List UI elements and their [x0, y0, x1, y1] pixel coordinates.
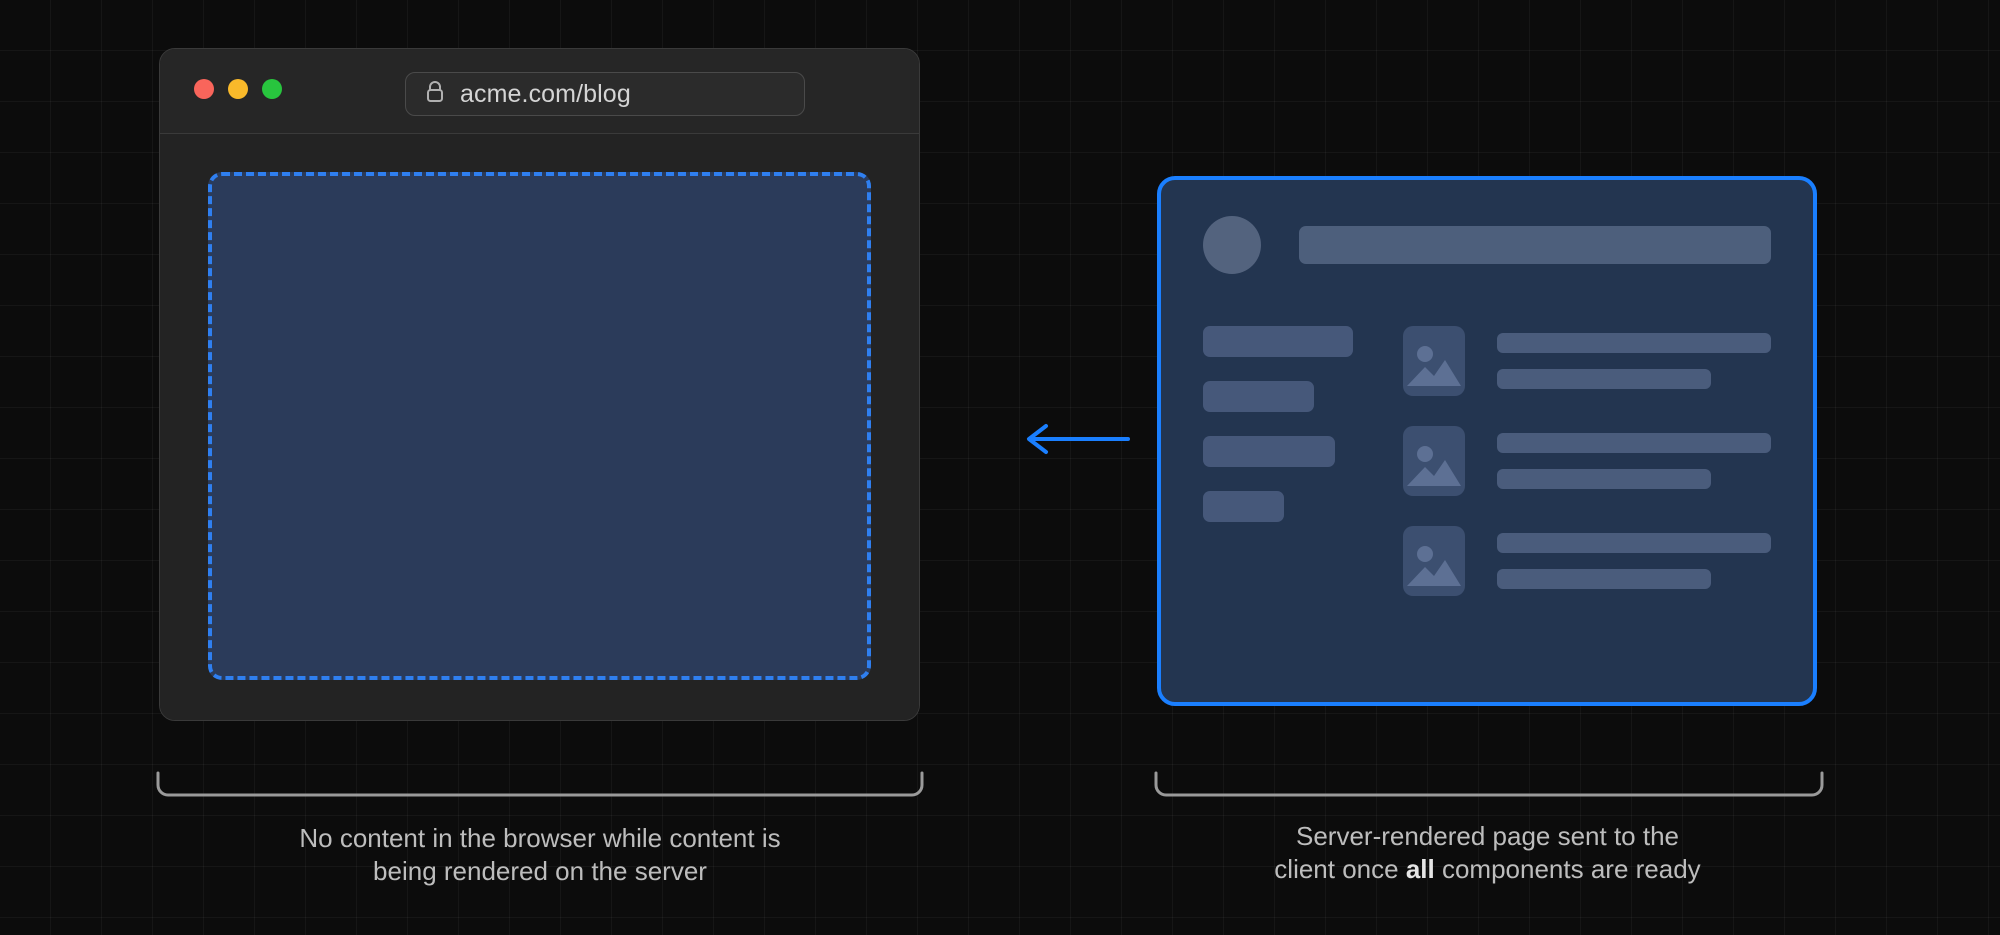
- browser-window: acme.com/blog: [159, 48, 920, 721]
- close-button[interactable]: [194, 79, 214, 99]
- sidebar-skeleton-bar: [1203, 436, 1335, 467]
- text-skeleton-group: [1497, 433, 1771, 489]
- caption-right-line2: client once all components are ready: [1155, 853, 1820, 886]
- sidebar-skeleton-bar: [1203, 491, 1284, 522]
- caption-right-line1: Server-rendered page sent to the: [1295, 821, 1680, 851]
- title-skeleton-bar: [1299, 226, 1771, 264]
- content-rows-column: [1403, 326, 1771, 596]
- text-skeleton-line: [1497, 369, 1711, 389]
- caption-left: No content in the browser while content …: [160, 822, 920, 889]
- sidebar-skeleton-column: [1203, 326, 1353, 596]
- minimize-button[interactable]: [228, 79, 248, 99]
- bracket-right: [1154, 771, 1824, 797]
- card-header: [1203, 216, 1771, 274]
- image-icon: [1403, 426, 1465, 496]
- browser-titlebar: acme.com/blog: [160, 49, 919, 134]
- media-row: [1403, 326, 1771, 396]
- url-text: acme.com/blog: [460, 79, 631, 108]
- empty-content-placeholder: [208, 172, 871, 680]
- caption-left-line1: No content in the browser while content …: [299, 823, 781, 853]
- caption-right: Server-rendered page sent to the client …: [1155, 820, 1820, 887]
- bracket-left: [156, 771, 924, 797]
- media-row: [1403, 526, 1771, 596]
- caption-right-line2-emphasis: all: [1405, 854, 1435, 885]
- text-skeleton-line: [1497, 433, 1771, 453]
- caption-left-line2: being rendered on the server: [373, 856, 707, 887]
- text-skeleton-group: [1497, 533, 1771, 589]
- image-icon: [1403, 326, 1465, 396]
- address-bar[interactable]: acme.com/blog: [405, 72, 805, 116]
- card-body: [1203, 326, 1771, 596]
- text-skeleton-group: [1497, 333, 1771, 389]
- flow-arrow-icon: [1027, 424, 1130, 454]
- caption-right-line2-after: components are ready: [1434, 854, 1701, 885]
- caption-right-line2-before: client once: [1274, 854, 1406, 885]
- text-skeleton-line: [1497, 533, 1771, 553]
- media-row: [1403, 426, 1771, 496]
- browser-viewport: [160, 134, 919, 720]
- sidebar-skeleton-bar: [1203, 381, 1314, 412]
- maximize-button[interactable]: [262, 79, 282, 99]
- window-controls: [194, 79, 282, 99]
- text-skeleton-line: [1497, 569, 1711, 589]
- server-rendered-card: [1157, 176, 1817, 706]
- text-skeleton-line: [1497, 469, 1711, 489]
- avatar: [1203, 216, 1261, 274]
- lock-icon: [424, 80, 446, 109]
- sidebar-skeleton-bar: [1203, 326, 1353, 357]
- image-icon: [1403, 526, 1465, 596]
- text-skeleton-line: [1497, 333, 1771, 353]
